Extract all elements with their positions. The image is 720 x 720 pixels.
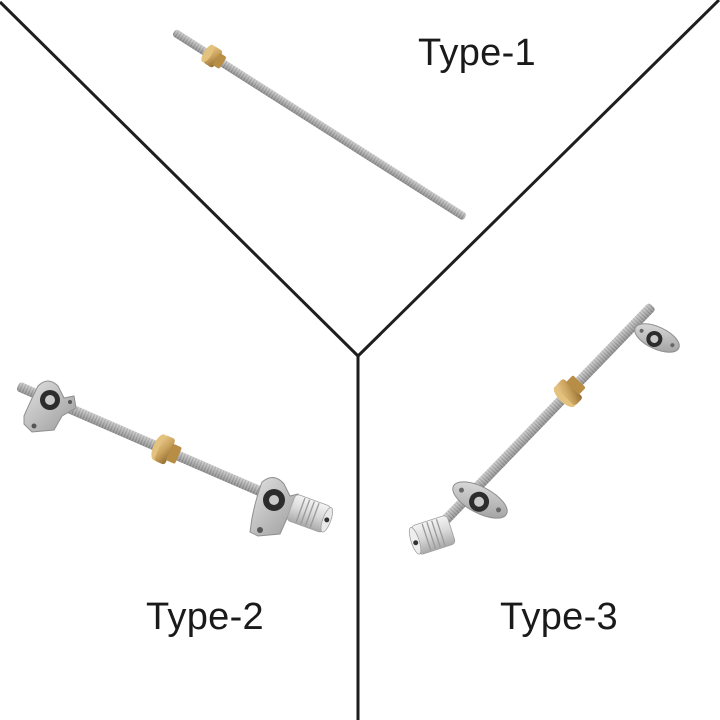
type-2-label: Type-2 [146, 596, 264, 638]
brass-nut [553, 375, 585, 408]
pillow-block-bearing [249, 477, 301, 537]
divider-right [356, 0, 720, 358]
type-3-product-image [408, 303, 680, 555]
pillow-block-bearing [23, 380, 77, 433]
flange-bearing [452, 481, 508, 519]
type-1-product-image [172, 29, 466, 220]
shaft-coupler [287, 494, 334, 533]
shaft-coupler [408, 515, 456, 555]
divider-left [0, 0, 360, 358]
flange-bearing [634, 323, 680, 353]
brass-nut [201, 44, 226, 69]
type-1-label: Type-1 [418, 32, 536, 74]
type-2-product-image [16, 380, 334, 537]
brass-nut [151, 434, 182, 465]
type-3-label: Type-3 [500, 596, 618, 638]
